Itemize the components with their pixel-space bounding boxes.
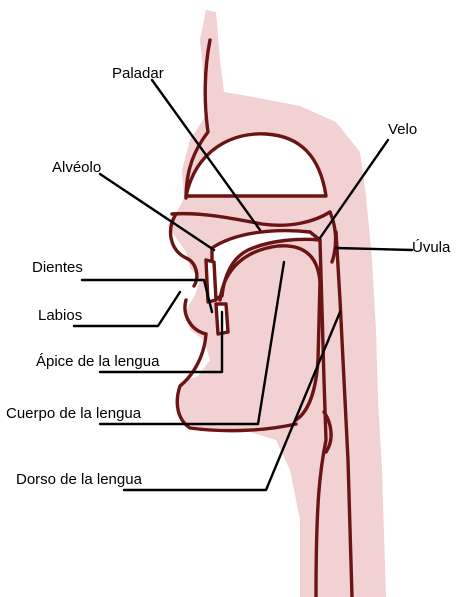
label-labios: Labios [38,307,82,324]
label-velo: Velo [388,121,417,138]
label-apice: Ápice de la lengua [36,353,160,370]
label-dientes: Dientes [32,259,83,276]
leader-labios [74,292,180,326]
label-paladar: Paladar [112,65,164,82]
label-uvula: Úvula [412,239,451,256]
label-alveolo: Alvéolo [52,159,101,176]
label-cuerpo: Cuerpo de la lengua [6,405,142,422]
label-dorso: Dorso de la lengua [16,471,143,488]
